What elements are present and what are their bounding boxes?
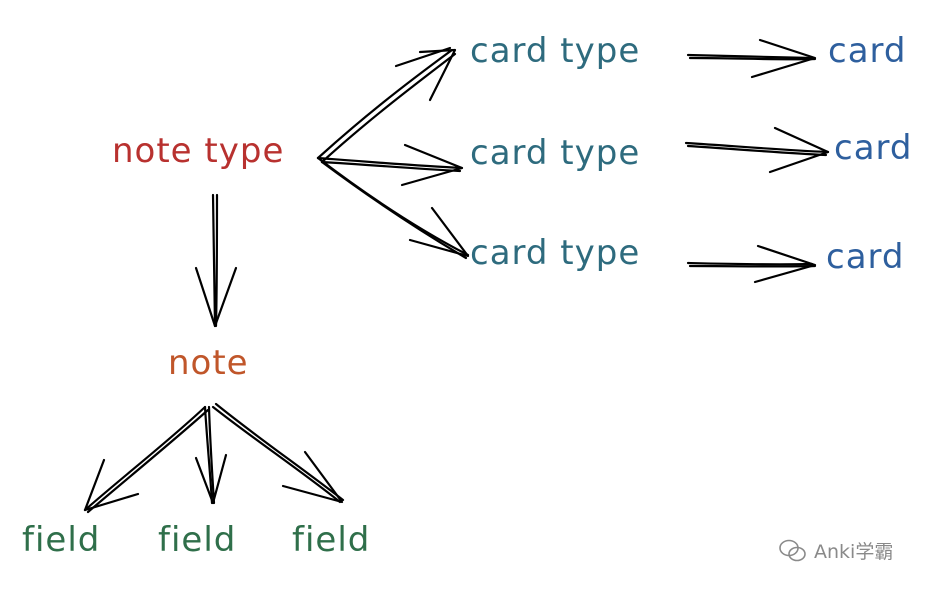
arrow-note-to-field-2 xyxy=(194,405,228,505)
field-label-1: field xyxy=(22,520,101,560)
card-label-2: card xyxy=(834,128,913,168)
field-label-2: field xyxy=(158,520,237,560)
card-type-label-3: card type xyxy=(470,233,641,273)
arrow-note-to-field-3 xyxy=(211,402,345,504)
arrow-note-to-field-1 xyxy=(83,405,210,514)
watermark-text: Anki学霸 xyxy=(814,541,894,563)
arrow-cardtype-to-card-3 xyxy=(686,244,817,284)
arrow-cardtype-to-card-2 xyxy=(684,126,830,174)
card-type-label-2: card type xyxy=(470,133,641,173)
card-label-1: card xyxy=(828,31,907,71)
arrow-notetype-to-cardtype-1 xyxy=(316,46,457,164)
arrow-notetype-to-cardtype-2 xyxy=(316,143,464,187)
watermark: Anki学霸 xyxy=(778,537,893,564)
wechat-icon xyxy=(779,539,806,561)
note-label: note xyxy=(168,343,249,383)
arrow-notetype-to-note xyxy=(194,193,238,328)
arrow-notetype-to-cardtype-3 xyxy=(316,156,470,260)
card-type-label-1: card type xyxy=(470,31,641,71)
note-type-label: note type xyxy=(112,131,285,171)
card-label-3: card xyxy=(826,237,905,277)
arrow-cardtype-to-card-1 xyxy=(686,38,817,79)
field-label-3: field xyxy=(292,520,371,560)
